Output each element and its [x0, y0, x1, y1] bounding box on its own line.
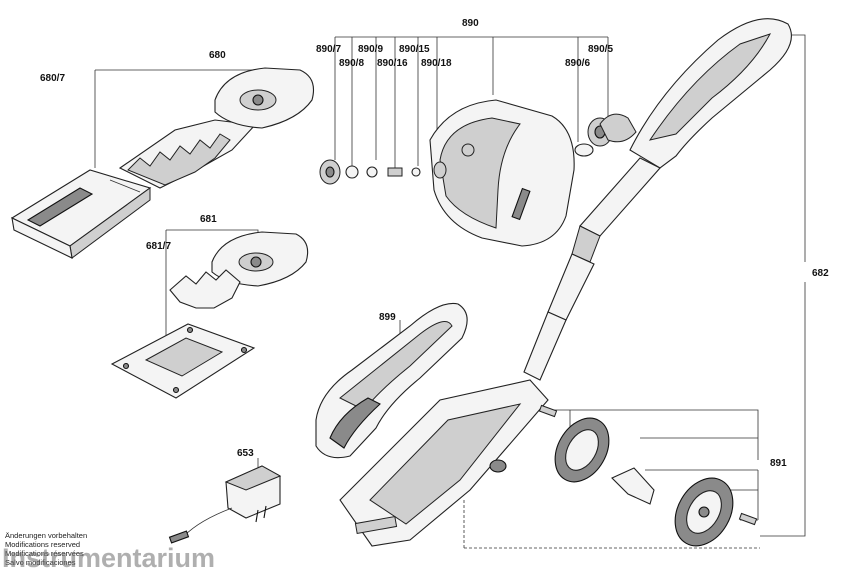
label-653: 653 — [237, 448, 254, 459]
label-890: 890 — [462, 18, 479, 29]
label-891: 891 — [770, 458, 787, 469]
part-wheel-left — [554, 417, 610, 483]
watermark-text: Instrumentarium — [2, 543, 216, 573]
part-motor-housing — [319, 99, 613, 247]
label-681-7: 681/7 — [146, 241, 171, 252]
part-axle-bracket — [538, 404, 758, 526]
footer-note-de: Änderungen vorbehalten — [5, 531, 88, 540]
leader-lines — [94, 34, 806, 549]
callout-labels: 680 680/7 681 681/7 890 890/7 890/8 890/… — [40, 18, 829, 469]
label-890-18: 890/18 — [421, 58, 452, 69]
label-681: 681 — [200, 214, 217, 225]
footer-note-fr: Modifications réservées — [5, 549, 84, 558]
label-899: 899 — [379, 312, 396, 323]
part-charger — [168, 465, 282, 544]
footer-note-es: Salvo modificaciones — [5, 558, 76, 567]
part-hedge-blade — [118, 67, 315, 189]
label-890-8: 890/8 — [339, 58, 364, 69]
label-680-7: 680/7 — [40, 73, 65, 84]
part-wheel-right — [674, 477, 734, 547]
footer-note-en: Modifications reserved — [5, 540, 81, 549]
label-890-15: 890/15 — [399, 44, 430, 55]
label-890-5: 890/5 — [588, 44, 613, 55]
part-guard-plate — [110, 323, 256, 399]
label-890-9: 890/9 — [358, 44, 383, 55]
label-890-6: 890/6 — [565, 58, 590, 69]
label-682: 682 — [812, 268, 829, 279]
label-890-16: 890/16 — [377, 58, 408, 69]
part-chassis — [339, 379, 549, 547]
part-blade-guard — [10, 169, 152, 259]
part-shrub-blade — [169, 231, 309, 309]
label-890-7: 890/7 — [316, 44, 341, 55]
label-680: 680 — [209, 50, 226, 61]
part-telescopic-handle — [523, 18, 792, 381]
part-grip-unit — [315, 302, 468, 459]
